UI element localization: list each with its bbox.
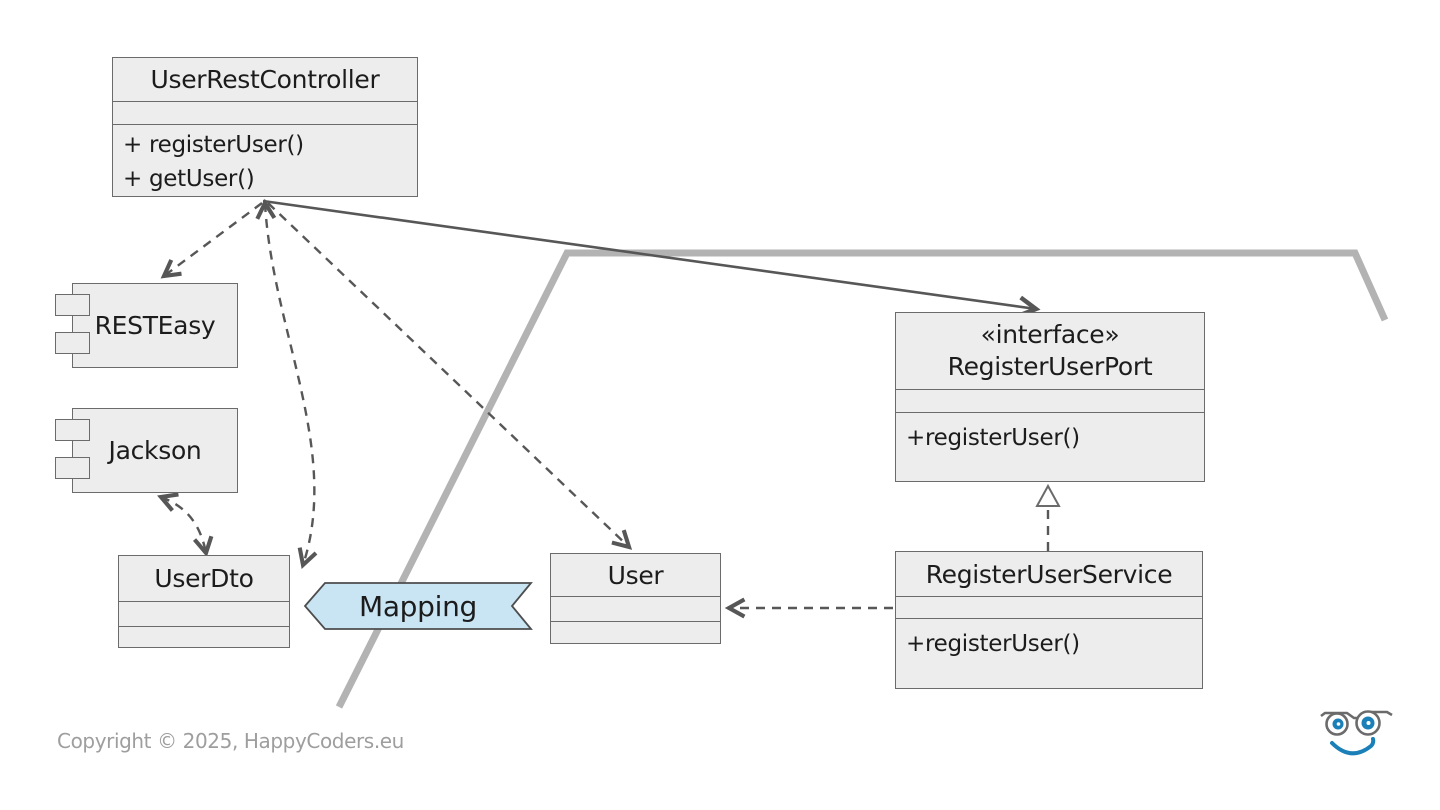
- component-body: Jackson: [72, 408, 238, 493]
- dashed-arrow-controller-to-resteasy: [160, 202, 263, 279]
- class-methods-section: + registerUser() + getUser(): [113, 124, 417, 196]
- class-title-text: RegisterUserPort: [947, 352, 1153, 381]
- component-tab-icon: [55, 419, 90, 441]
- component-jackson: Jackson: [55, 408, 238, 493]
- class-user-dto: UserDto: [118, 555, 290, 648]
- method-label: + registerUser(): [123, 132, 304, 158]
- class-user-rest-controller: UserRestController + registerUser() + ge…: [112, 57, 418, 197]
- class-methods-section: [551, 621, 720, 643]
- class-attributes-section: [896, 389, 1204, 412]
- class-attributes-section: [896, 596, 1202, 618]
- component-resteasy: RESTEasy: [55, 283, 238, 368]
- component-tab-icon: [55, 457, 90, 479]
- component-body: RESTEasy: [72, 283, 238, 368]
- hexagon-boundary-line: [335, 249, 1389, 709]
- class-title: «interface» RegisterUserPort: [896, 313, 1204, 389]
- class-methods-section: [119, 626, 289, 647]
- class-title: UserRestController: [150, 65, 380, 94]
- dashed-arrow-controller-userdto: [255, 198, 318, 570]
- component-tab-icon: [55, 332, 90, 354]
- left-eye-highlight-icon: [1336, 722, 1341, 726]
- class-register-user-service: RegisterUserService +registerUser(): [895, 551, 1203, 689]
- dashed-arrow-controller-to-user: [267, 202, 633, 550]
- component-label: Jackson: [108, 436, 202, 465]
- smile-icon: [1330, 737, 1376, 756]
- method-label: +registerUser(): [906, 631, 1080, 657]
- class-title: RegisterUserService: [925, 559, 1173, 589]
- method-label: +registerUser(): [906, 425, 1080, 451]
- class-register-user-port: «interface» RegisterUserPort +registerUs…: [895, 312, 1205, 482]
- class-title: User: [607, 560, 664, 590]
- component-label: RESTEasy: [94, 311, 216, 340]
- class-methods-section: +registerUser(): [896, 618, 1202, 688]
- class-attributes-section: [119, 601, 289, 626]
- component-tab-icon: [55, 294, 90, 316]
- mapping-banner-shape: [303, 582, 533, 630]
- class-stereotype: «interface»: [980, 320, 1120, 349]
- right-eye-highlight-icon: [1366, 721, 1371, 725]
- copyright-text: Copyright © 2025, HappyCoders.eu: [57, 729, 404, 753]
- class-attributes-section: [551, 596, 720, 621]
- solid-arrow-controller-to-port: [262, 199, 1041, 318]
- happycoders-logo-icon: [1320, 710, 1393, 756]
- class-user: User: [550, 553, 721, 644]
- class-methods-section: +registerUser(): [896, 412, 1204, 481]
- realization-triangle-icon: [1035, 483, 1061, 507]
- dashed-arrow-userdto-jackson: [157, 492, 214, 558]
- method-label: + getUser(): [123, 166, 255, 192]
- mapping-banner-label: Mapping: [358, 589, 478, 623]
- class-title: UserDto: [154, 564, 254, 593]
- class-attributes-section: [113, 101, 417, 124]
